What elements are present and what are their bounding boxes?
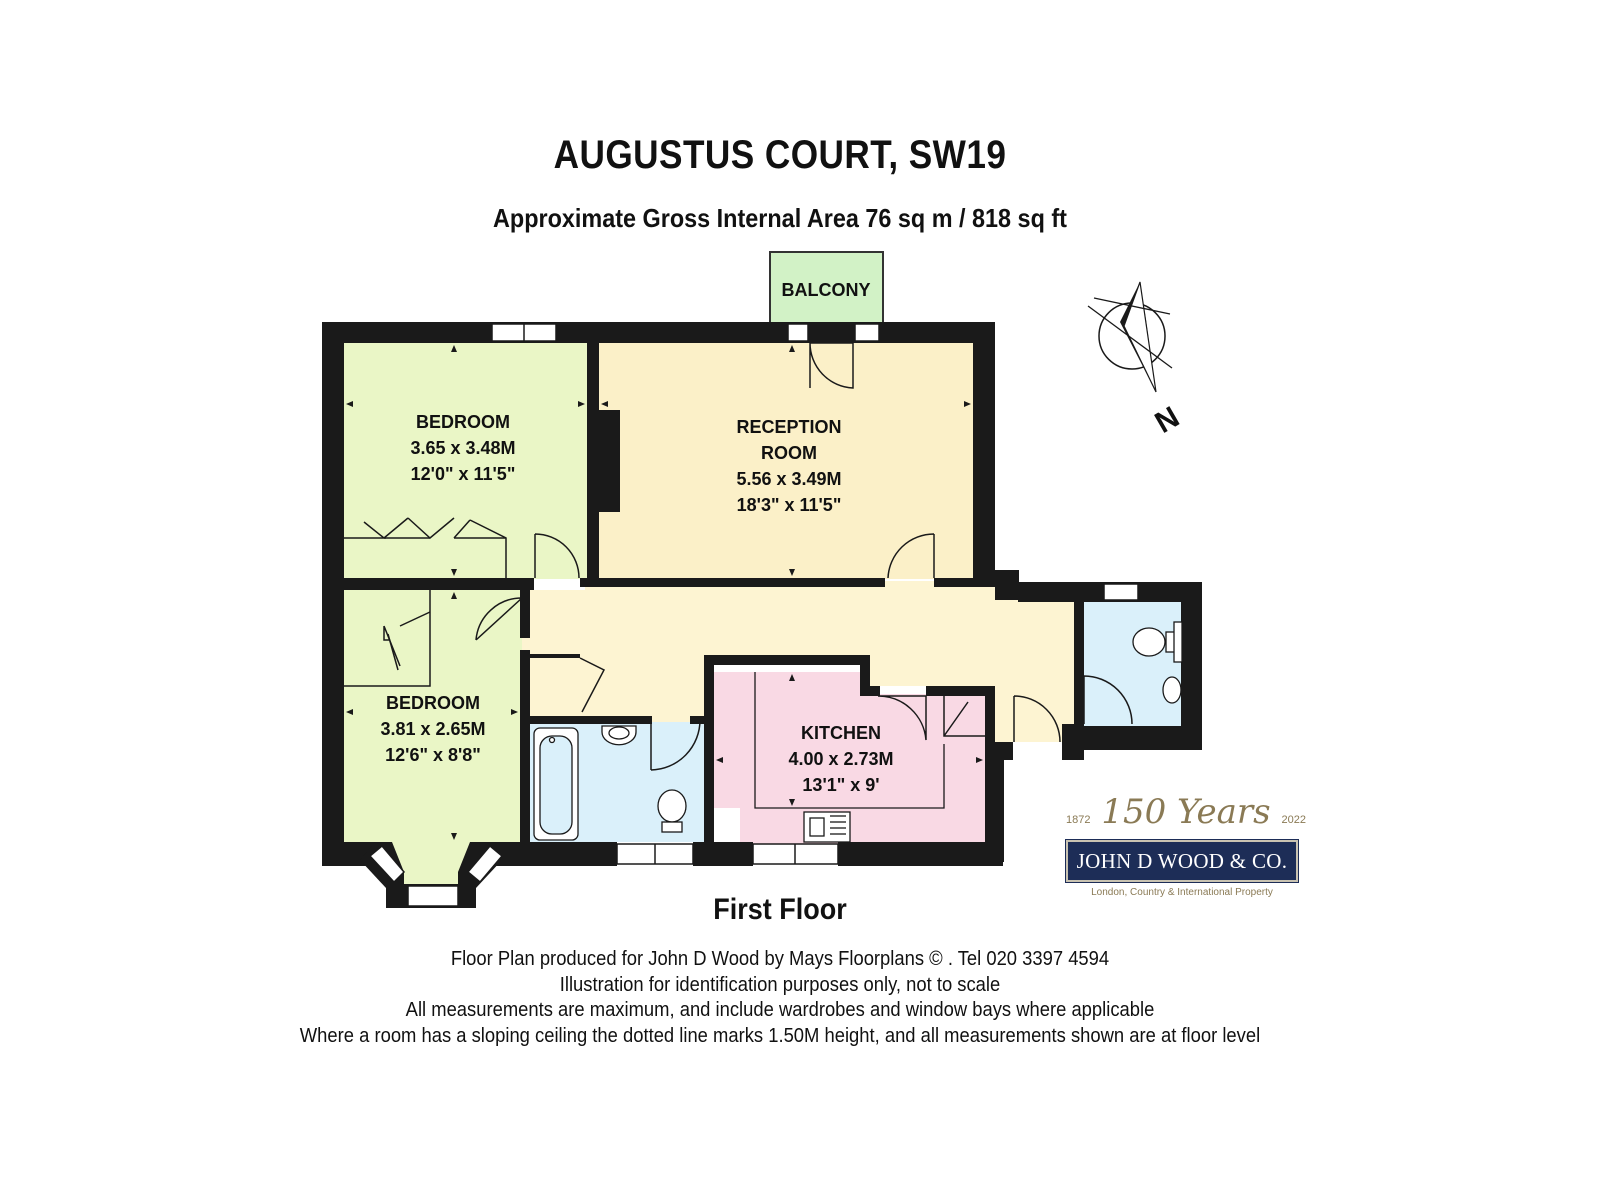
toilet (657, 789, 687, 823)
kitchen-name: KITCHEN (801, 723, 881, 743)
doors (475, 342, 1133, 771)
kitchen-door (877, 695, 927, 741)
dimension-arrows (346, 345, 983, 840)
reception-name-line-2: ROOM (761, 443, 817, 463)
reception-door (887, 533, 935, 579)
note-line-4: Where a room has a sloping ceiling the d… (299, 1024, 1261, 1047)
bedroom-1-metric: 3.65 x 3.48M (410, 438, 515, 458)
kitchen-metric: 4.00 x 2.73M (788, 749, 893, 769)
balcony-name: BALCONY (782, 280, 871, 300)
wc-basin (1162, 676, 1182, 704)
bedroom-2-metric: 3.81 x 2.65M (380, 719, 485, 739)
brand-logo: 1872 150 Years 2022 JOHN D WOOD & CO. Lo… (1066, 792, 1306, 912)
room-labels: BEDROOM 3.65 x 3.48M 12'0" x 11'5" RECEP… (380, 280, 893, 795)
cupboard-door (579, 657, 606, 713)
anniversary-banner: 1872 150 Years 2022 (1066, 792, 1306, 840)
windows (368, 323, 1139, 907)
note-line-1: Floor Plan produced for John D Wood by M… (450, 948, 1110, 970)
bedroom-1-door (534, 533, 580, 579)
year-start: 1872 (1066, 814, 1091, 826)
wardrobe-bedroom-2 (344, 590, 431, 687)
bedroom-2-fill (344, 590, 522, 842)
note-line-3: All measurements are maximum, and includ… (405, 999, 1155, 1021)
wc-fill (1084, 600, 1183, 726)
kitchen-imperial: 13'1" x 9' (802, 775, 879, 795)
bedroom-2-door (475, 597, 523, 641)
brand-name: JOHN D WOOD & CO. (1066, 840, 1298, 882)
bedroom-1-fill (344, 343, 588, 579)
wardrobe-bedroom-1 (344, 517, 507, 578)
area-subtitle: Approximate Gross Internal Area 76 sq m … (493, 203, 1067, 233)
hallway-fill (522, 581, 1074, 760)
bedroom-2-imperial: 12'6" x 8'8" (385, 745, 481, 765)
balcony-fill (769, 251, 884, 324)
years-script: 150 Years (1101, 792, 1271, 832)
compass-north-label: N (1150, 400, 1185, 439)
brand-tagline: London, Country & International Property (1091, 887, 1273, 898)
year-end: 2022 (1281, 814, 1306, 826)
bathroom-door (650, 719, 701, 771)
room-fills (344, 251, 1183, 888)
entrance-door (1013, 695, 1061, 743)
wc-toilet (1132, 627, 1166, 657)
balcony-door (809, 342, 854, 389)
kitchen-counter (754, 672, 945, 843)
bedroom-1-name: BEDROOM (416, 412, 510, 432)
wc-door (1083, 675, 1133, 725)
bedroom-1-imperial: 12'0" x 11'5" (411, 464, 516, 484)
bedroom-2-name: BEDROOM (386, 693, 480, 713)
bathroom-fixtures (533, 621, 1183, 841)
reception-imperial: 18'3" x 11'5" (737, 495, 842, 515)
reception-name-line-1: RECEPTION (736, 417, 841, 437)
plan-title: AUGUSTUS COURT, SW19 (553, 133, 1007, 177)
floor-label: First Floor (713, 893, 847, 926)
plan-notes: Floor Plan produced for John D Wood by M… (0, 947, 1560, 1049)
kitchen-cupboard (943, 690, 985, 737)
compass-icon: N (1087, 281, 1185, 440)
note-line-2: Illustration for identification purposes… (559, 973, 1001, 996)
reception-metric: 5.56 x 3.49M (736, 469, 841, 489)
